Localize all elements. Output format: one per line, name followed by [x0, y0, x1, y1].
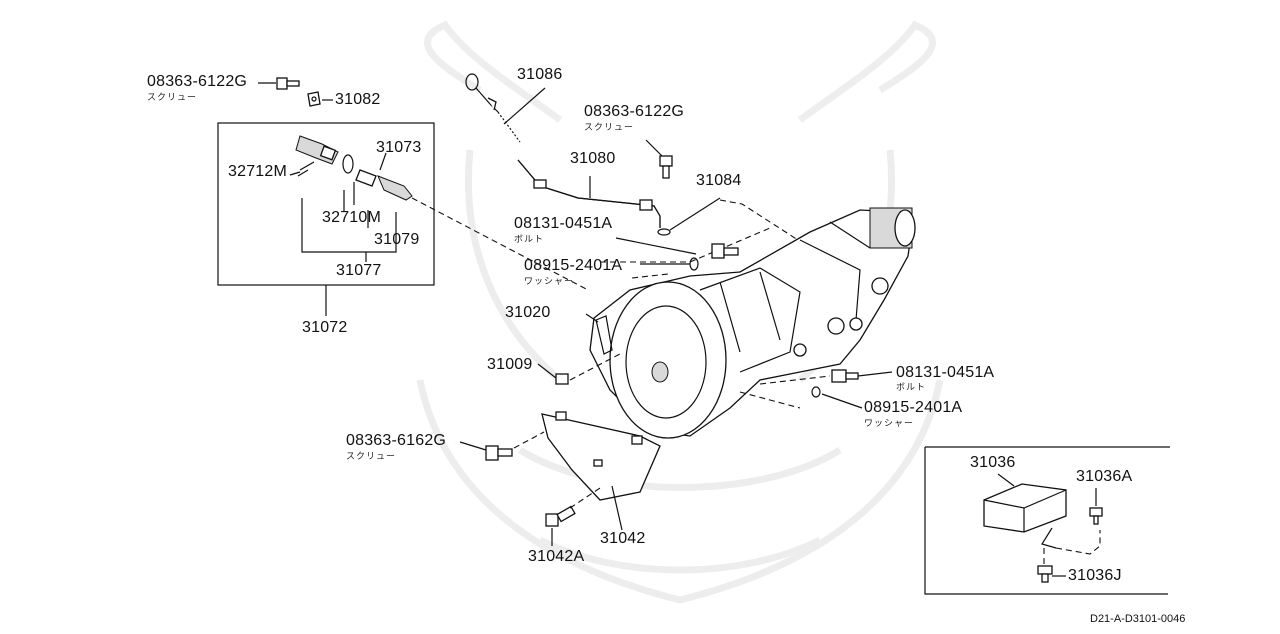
dipstick-icon — [465, 73, 546, 143]
speedometer-pinion-assembly-icon — [289, 135, 413, 201]
group-box-31036 — [924, 446, 1170, 595]
filler-tube-icon — [517, 159, 661, 228]
part-label: 31082 — [335, 91, 381, 108]
part-note: スクリュー — [584, 123, 635, 133]
bolt-icon — [537, 353, 621, 385]
part-label: 31072 — [302, 319, 348, 336]
screw-icon — [459, 431, 545, 461]
part-label: 08363-6162G — [346, 432, 447, 449]
bolt-icon — [615, 237, 739, 271]
part-label: 31079 — [374, 231, 420, 248]
part-note: スクリュー — [147, 93, 198, 103]
part-note: ボルト — [896, 383, 927, 393]
part-label: 31080 — [570, 150, 616, 167]
reference-code: D21-A-D3101-0046 — [1090, 613, 1186, 625]
samurai-helmet-logo-icon — [416, 20, 944, 604]
screw-icon — [258, 77, 300, 90]
bolt-icon — [545, 487, 601, 546]
transmission-icon — [589, 207, 916, 439]
part-label: 08915-2401A — [524, 257, 623, 274]
clip-icon — [307, 91, 333, 107]
screw-icon — [645, 139, 673, 179]
part-label: 31086 — [517, 66, 563, 83]
part-label: 31009 — [487, 356, 533, 373]
part-label: 31036A — [1076, 468, 1133, 485]
part-note: ボルト — [514, 235, 545, 245]
part-note: ワッシャー — [524, 277, 575, 287]
part-label: 32710M — [322, 209, 382, 226]
part-label: 08363-6122G — [584, 103, 685, 120]
part-label: 31036J — [1068, 567, 1122, 584]
part-label: 31042A — [528, 548, 585, 565]
control-unit-icon — [983, 473, 1103, 583]
cover-plate-icon — [541, 411, 661, 531]
part-label: 08131-0451A — [514, 215, 613, 232]
bolt-icon — [739, 369, 893, 409]
part-label: 08131-0451A — [896, 364, 995, 381]
part-label: 31020 — [505, 304, 551, 321]
part-label: 08915-2401A — [864, 399, 963, 416]
part-label: 32712M — [228, 163, 288, 180]
part-label: 31073 — [376, 139, 422, 156]
part-label: 31077 — [336, 262, 382, 279]
part-note: スクリュー — [346, 452, 397, 462]
part-label: 31042 — [600, 530, 646, 547]
part-label: 08363-6122G — [147, 73, 248, 90]
part-note: ワッシャー — [864, 419, 915, 429]
part-label: 31084 — [696, 172, 742, 189]
part-label: 31036 — [970, 454, 1016, 471]
